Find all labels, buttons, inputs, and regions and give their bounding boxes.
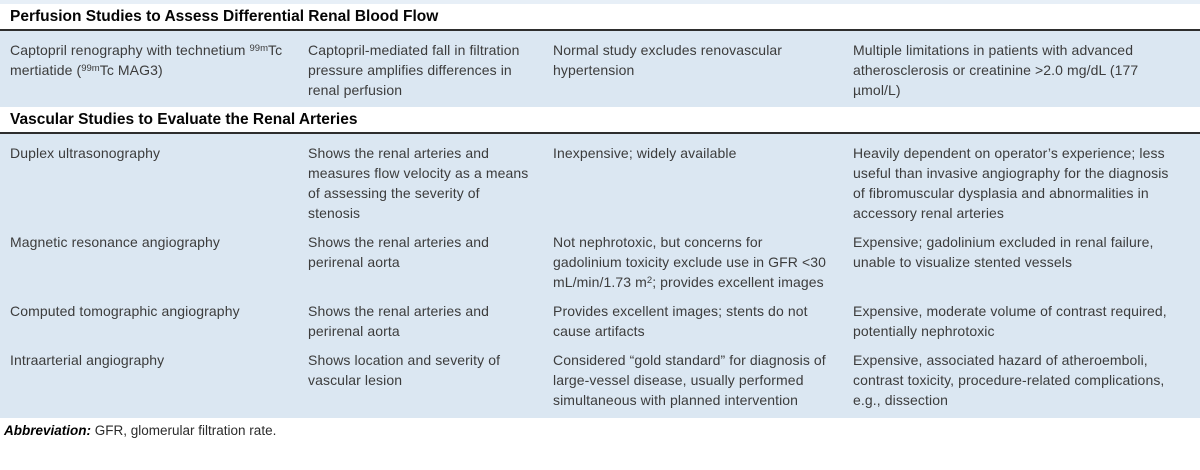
table-cell: Expensive, associated hazard of atheroem… (853, 352, 1165, 408)
reference-table: Perfusion Studies to Assess Differential… (0, 0, 1200, 445)
table-cell: Captopril renography with technetium 99m… (10, 42, 283, 78)
section-rows-perfusion-studies: Captopril renography with technetium 99m… (0, 31, 1200, 107)
table-cell: Captopril-mediated fall in filtration pr… (308, 42, 520, 98)
table-cell: Duplex ultrasonography (10, 145, 161, 161)
table-cell: Shows the renal arteries and perirenal a… (308, 234, 490, 270)
table-cell: Magnetic resonance angiography (10, 234, 221, 250)
table-cell: Multiple limitations in patients with ad… (853, 42, 1139, 98)
table-top-sliver (0, 0, 1200, 4)
table-row: Captopril renography with technetium 99m… (0, 31, 1200, 100)
table-row: Duplex ultrasonography Shows the renal ar… (0, 134, 1200, 223)
table-cell: Inexpensive; widely available (553, 145, 737, 161)
table-cell: Provides excellent images; stents do not… (553, 303, 808, 339)
table-cell: Intraarterial angiography (10, 352, 165, 368)
footnote-abbreviation-label: Abbreviation: (4, 423, 92, 438)
table-cell: Normal study excludes renovascular hyper… (553, 42, 783, 78)
table-cell: Expensive; gadolinium excluded in renal … (853, 234, 1154, 270)
table-cell: Shows the renal arteries and perirenal a… (308, 303, 490, 339)
section-header-vascular-studies: Vascular Studies to Evaluate the Renal A… (0, 107, 1200, 134)
superscript: 2 (646, 275, 653, 286)
table-row: Computed tomographic angiography Shows th… (0, 292, 1200, 341)
section-header-perfusion-studies: Perfusion Studies to Assess Differential… (0, 4, 1200, 31)
table-row: Intraarterial angiography Shows location … (0, 341, 1200, 410)
table-cell: Shows location and severity of vascular … (308, 352, 501, 388)
table-cell: Not nephrotoxic, but concerns for gadoli… (553, 234, 827, 290)
superscript: 99m (249, 43, 268, 54)
table-cell: Considered “gold standard” for diagnosis… (553, 352, 826, 408)
table-row: Magnetic resonance angiography Shows the … (0, 223, 1200, 292)
footnote-text: GFR, glomerular filtration rate. (91, 423, 277, 438)
table-cell: Heavily dependent on operator’s experien… (853, 145, 1169, 221)
table-cell: Shows the renal arteries and measures fl… (308, 145, 529, 221)
table-footnote: Abbreviation: GFR, glomerular filtration… (0, 418, 1200, 445)
superscript: 99m (81, 63, 100, 74)
table-cell: Computed tomographic angiography (10, 303, 240, 319)
table-cell: Expensive, moderate volume of contrast r… (853, 303, 1167, 339)
